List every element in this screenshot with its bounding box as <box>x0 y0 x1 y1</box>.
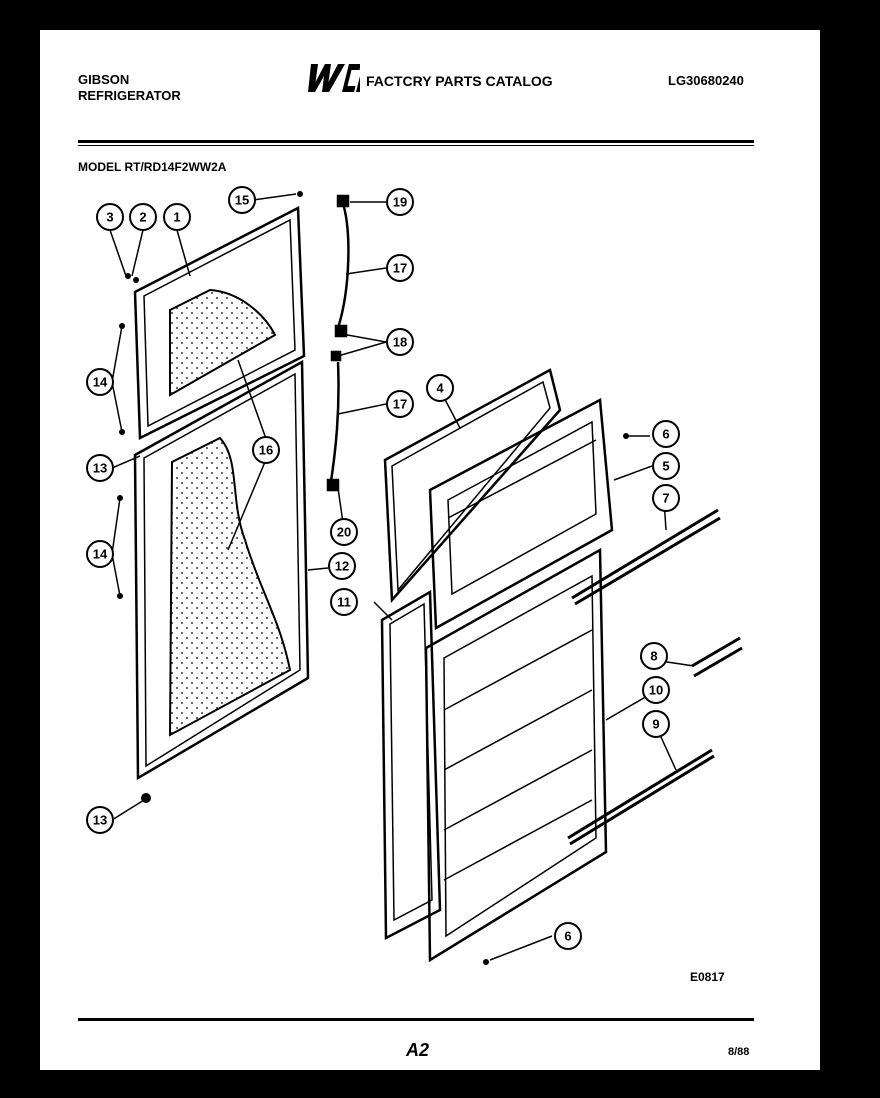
callout-9: 9 <box>642 710 670 738</box>
svg-text:15: 15 <box>235 193 249 208</box>
callout-13-upper: 13 <box>86 454 114 482</box>
brand-name: GIBSON <box>78 72 130 87</box>
callout-16: 16 <box>252 436 280 464</box>
svg-text:16: 16 <box>259 443 273 458</box>
callout-17-upper: 17 <box>386 254 414 282</box>
callout-6-upper: 6 <box>652 420 680 448</box>
callout-3: 3 <box>96 203 124 231</box>
svg-text:8: 8 <box>650 649 657 664</box>
callout-17-lower: 17 <box>386 390 414 418</box>
svg-text:19: 19 <box>393 195 407 210</box>
door-handles <box>326 194 350 492</box>
callout-19: 19 <box>386 188 414 216</box>
header-rule <box>78 140 754 143</box>
callout-5: 5 <box>652 452 680 480</box>
svg-text:14: 14 <box>93 375 108 390</box>
callout-14-lower: 14 <box>86 540 114 568</box>
callout-12: 12 <box>328 552 356 580</box>
freezer-liner <box>428 398 614 631</box>
freezer-door <box>133 205 306 440</box>
svg-text:14: 14 <box>93 547 108 562</box>
fresh-food-door <box>133 359 310 781</box>
freezer-gasket <box>383 368 562 604</box>
fresh-food-liner <box>424 547 608 963</box>
catalog-title: FACTCRY PARTS CATALOG <box>366 73 553 89</box>
catalog-date: 8/88 <box>728 1046 750 1058</box>
svg-text:6: 6 <box>564 929 571 944</box>
callout-15: 15 <box>228 186 256 214</box>
product-type: REFRIGERATOR <box>78 88 181 103</box>
callout-6-lower: 6 <box>554 922 582 950</box>
svg-text:10: 10 <box>649 683 663 698</box>
callout-1: 1 <box>163 203 191 231</box>
svg-text:11: 11 <box>337 595 351 610</box>
svg-text:3: 3 <box>106 210 113 225</box>
fresh-food-gasket <box>380 589 442 941</box>
fresh-food-insulation <box>168 436 292 737</box>
svg-text:17: 17 <box>393 397 407 412</box>
svg-text:18: 18 <box>393 335 407 350</box>
svg-text:6: 6 <box>662 427 669 442</box>
exploded-door-diagram: 1 2 3 4 5 6 6 7 8 9 10 11 12 13 13 14 14… <box>86 186 743 965</box>
header-rule-thin <box>78 145 754 146</box>
svg-text:9: 9 <box>652 717 659 732</box>
wci-logo <box>308 64 360 92</box>
svg-text:1: 1 <box>173 210 180 225</box>
svg-text:7: 7 <box>662 491 669 506</box>
callout-4: 4 <box>426 374 454 402</box>
shelf-rails <box>567 508 743 846</box>
svg-text:2: 2 <box>139 210 146 225</box>
page-number: A2 <box>406 1040 430 1060</box>
callout-13-lower: 13 <box>86 806 114 834</box>
callout-11: 11 <box>330 588 358 616</box>
callout-7: 7 <box>652 484 680 512</box>
callout-8: 8 <box>640 642 668 670</box>
svg-text:5: 5 <box>662 459 669 474</box>
callout-2: 2 <box>129 203 157 231</box>
drawing-code: E0817 <box>690 970 725 984</box>
freezer-gasket-insulation <box>169 288 277 397</box>
callout-14-upper: 14 <box>86 368 114 396</box>
svg-text:17: 17 <box>393 261 407 276</box>
callout-18: 18 <box>386 328 414 356</box>
footer-rule <box>78 1018 754 1021</box>
parts-catalog-page: GIBSON REFRIGERATOR FACTCRY PARTS CATALO… <box>40 30 820 1070</box>
svg-text:4: 4 <box>436 381 444 396</box>
svg-text:13: 13 <box>93 461 107 476</box>
svg-text:13: 13 <box>93 813 107 828</box>
catalog-part-number: LG30680240 <box>668 73 744 88</box>
svg-text:20: 20 <box>337 525 351 540</box>
model-number: MODEL RT/RD14F2WW2A <box>78 160 227 174</box>
callout-10: 10 <box>642 676 670 704</box>
svg-text:12: 12 <box>335 559 349 574</box>
callout-20: 20 <box>330 518 358 546</box>
